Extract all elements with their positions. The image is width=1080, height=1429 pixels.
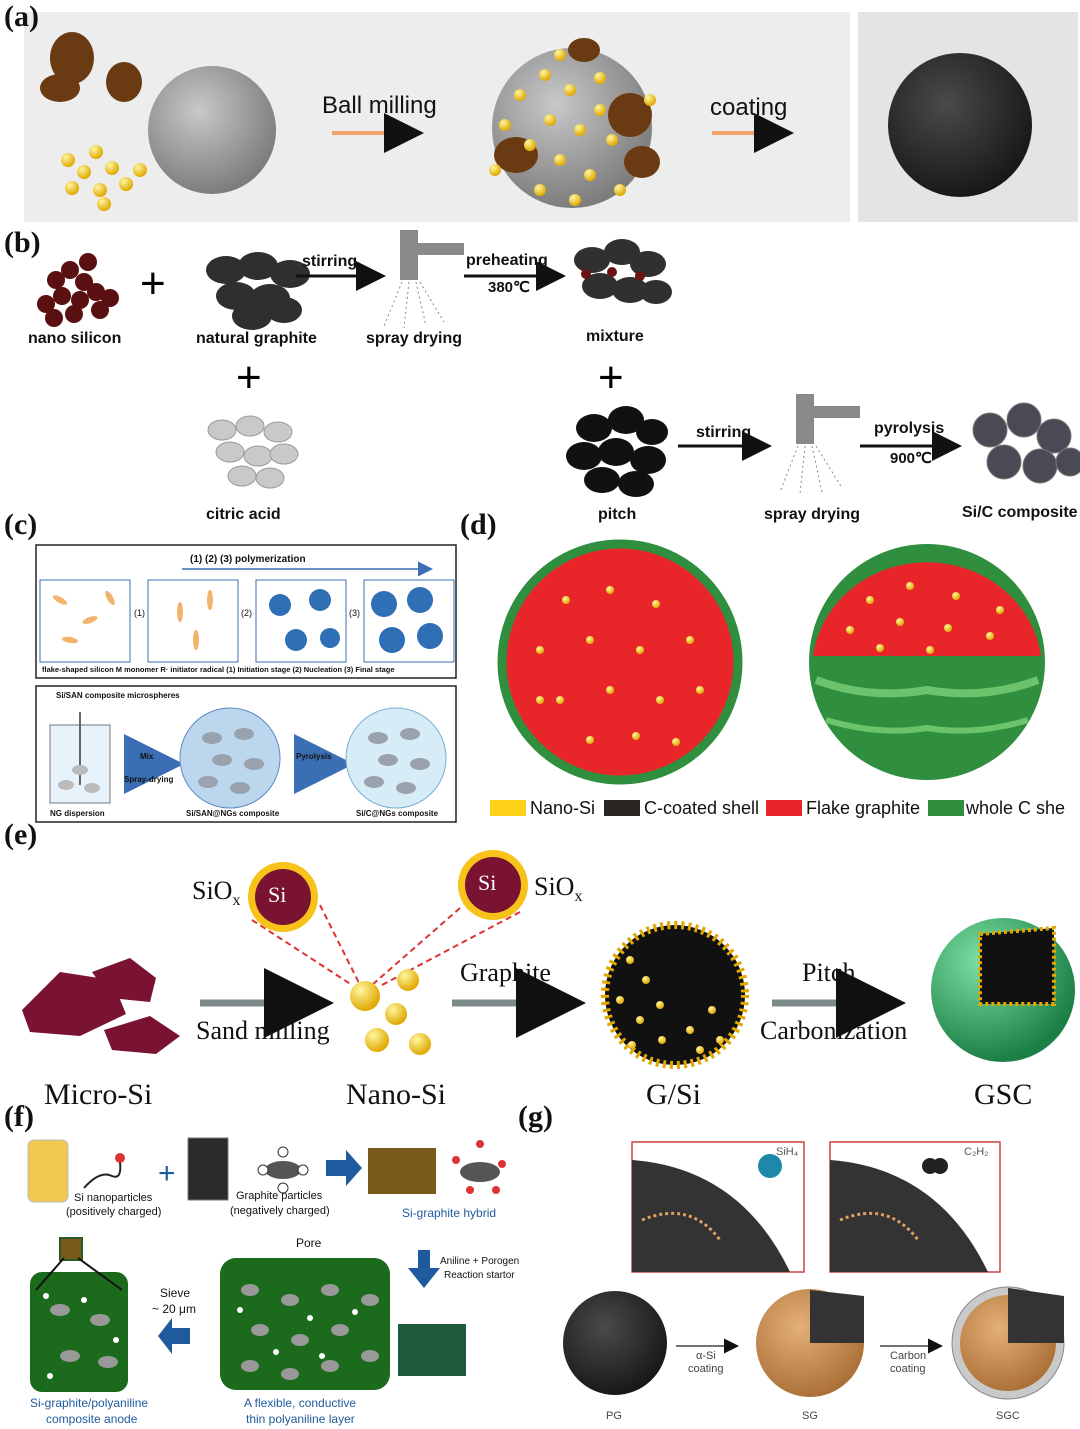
- si-core-left: Si: [268, 882, 287, 907]
- preheat-temp-label: 380℃: [488, 279, 530, 296]
- sand-milling-label: Sand milling: [196, 1016, 330, 1045]
- c2h2-label: C₂H₂: [964, 1146, 989, 1158]
- si-san-ngs-label: Si/SAN@NGs composite: [186, 809, 280, 818]
- panel-e-graphics: [22, 850, 1075, 1069]
- nano-silicon-label: nano silicon: [28, 330, 122, 347]
- legend-c-coated-shell: C-coated shell: [644, 798, 760, 818]
- mix-label: Mix: [140, 752, 154, 761]
- svg-text:+: +: [236, 353, 262, 402]
- panel-a-label: (a): [4, 0, 39, 33]
- stage-2-label: (2): [241, 608, 252, 618]
- sih4-label: SiH₄: [776, 1146, 799, 1158]
- micro-si-label: Micro-Si: [44, 1078, 153, 1111]
- panel-g-label: (g): [518, 1100, 553, 1133]
- nano-si-particles: [61, 145, 147, 211]
- gsc-label: GSC: [974, 1078, 1033, 1111]
- sic-composite-label: Si/C composite: [962, 504, 1078, 521]
- spray-drying-label-1: spray drying: [366, 330, 463, 347]
- preheating-label: preheating: [466, 252, 548, 269]
- stirring-label-1: stirring: [302, 253, 358, 270]
- si-nanoparticles-label: Si nanoparticles: [74, 1192, 153, 1204]
- microspheres-label: Si/SAN composite microspheres: [56, 691, 180, 700]
- milled-sphere: [492, 48, 652, 208]
- pore-label: Pore: [296, 1236, 322, 1250]
- spray-dryer-1: [383, 230, 464, 329]
- sieve-size-label: ~ 20 μm: [152, 1302, 196, 1316]
- svg-text:+: +: [598, 353, 624, 402]
- pyro-temp-label: 900℃: [890, 450, 932, 467]
- pg-label: PG: [606, 1410, 622, 1422]
- panel-f-graphics: +: [27, 1137, 506, 1392]
- flexible-layer-label-2: thin polyaniline layer: [246, 1412, 355, 1426]
- reaction-starter-label: Reaction startor: [444, 1270, 515, 1281]
- panel-c-graphics: [35, 544, 457, 823]
- g-si-label: G/Si: [646, 1078, 702, 1111]
- panel-b-graphics: + + +: [37, 230, 1080, 497]
- graphite-flake: [106, 62, 142, 102]
- legend-flake-graphite: Flake graphite: [806, 798, 921, 818]
- flexible-layer-label-1: A flexible, conductive: [244, 1396, 357, 1410]
- graphite-flake: [40, 74, 80, 102]
- coating-label: coating: [710, 94, 788, 121]
- si-c-ngs-label: Si/C@NGs composite: [356, 809, 439, 818]
- silicon-sphere: [148, 66, 276, 194]
- stage-3-label: (3): [349, 608, 360, 618]
- pyrolysis-label: pyrolysis: [874, 420, 945, 437]
- stirring-label-2: stirring: [696, 424, 752, 441]
- composite-anode-label-2: composite anode: [46, 1412, 138, 1426]
- pitch-e-label: Pitch: [802, 958, 856, 987]
- graphite-flake: [50, 32, 94, 84]
- sgc-label: SGC: [996, 1410, 1020, 1422]
- si-core-right: Si: [478, 870, 497, 895]
- svg-text:+: +: [158, 1157, 176, 1190]
- aniline-porogen-label: Aniline + Porogen: [440, 1256, 520, 1267]
- siox-left-label: SiOx: [192, 876, 241, 910]
- watermelon-whole: [497, 539, 743, 785]
- pyrolysis-c-label: Pyrolysis: [296, 752, 332, 761]
- nano-si-label: Nano-Si: [346, 1078, 446, 1111]
- panel-d-label: (d): [460, 508, 497, 541]
- si-graphite-hybrid-label: Si-graphite hybrid: [402, 1206, 497, 1220]
- panel-g-graphics: [563, 1141, 1065, 1400]
- spray-dryer-2: [779, 394, 860, 495]
- panel-d-legend: [490, 800, 964, 816]
- spray-drying-label-2: spray drying: [764, 506, 861, 523]
- carbon-label: Carbon: [890, 1350, 927, 1362]
- panel-b-label: (b): [4, 226, 41, 259]
- legend-whole-c-shell: whole C she: [966, 798, 1066, 818]
- panel-d-graphics: [490, 539, 1045, 816]
- spray-drying-c-label: Spray-drying: [124, 775, 174, 784]
- legend-nano-si: Nano-Si: [530, 798, 596, 818]
- negatively-charged-label: (negatively charged): [230, 1205, 330, 1217]
- ball-milling-label: Ball milling: [322, 92, 437, 119]
- polymerization-legend: flake-shaped silicon M monomer R· initia…: [42, 665, 395, 674]
- siox-right-label: SiOx: [534, 872, 583, 906]
- svg-text:+: +: [140, 259, 166, 308]
- pitch-label: pitch: [598, 506, 637, 523]
- natural-graphite-label: natural graphite: [196, 330, 317, 347]
- panel-e-label: (e): [4, 818, 38, 851]
- carbonization-label: Carbonization: [760, 1016, 908, 1045]
- graphite-particles-label: Graphite particles: [236, 1190, 323, 1202]
- panel-f-label: (f): [4, 1100, 34, 1133]
- alpha-si-coating-label: coating: [688, 1363, 724, 1375]
- carbon-coating-label: coating: [890, 1363, 926, 1375]
- polymerization-label: (1) (2) (3) polymerization: [190, 554, 306, 565]
- stage-1-label: (1): [134, 608, 145, 618]
- ng-dispersion-label: NG dispersion: [50, 809, 105, 818]
- sg-label: SG: [802, 1410, 818, 1422]
- mixture-label: mixture: [586, 328, 644, 345]
- citric-acid-label: citric acid: [206, 506, 281, 523]
- composite-anode-label-1: Si-graphite/polyaniline: [30, 1396, 149, 1410]
- panel-c-label: (c): [4, 508, 38, 541]
- panel-a-graphics: [24, 12, 1078, 222]
- alpha-si-label: α-Si: [696, 1350, 716, 1362]
- coated-sphere: [888, 53, 1032, 197]
- graphite-label: Graphite: [460, 958, 551, 987]
- sieve-label: Sieve: [160, 1286, 191, 1300]
- positively-charged-label: (positively charged): [66, 1206, 162, 1218]
